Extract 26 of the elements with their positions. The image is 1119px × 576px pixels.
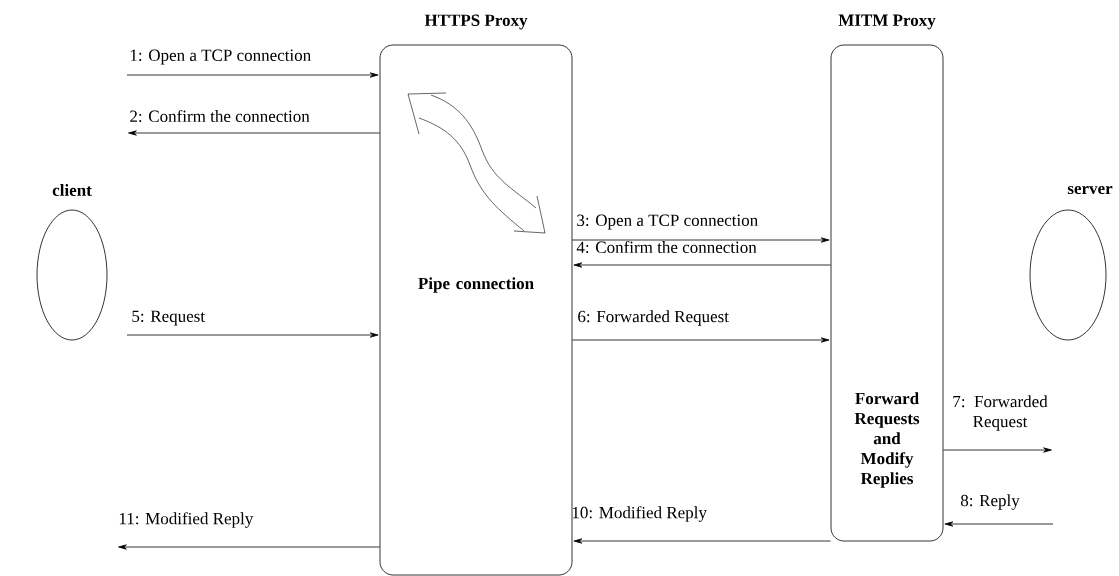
edge-label: 2: Confirm the connection (130, 109, 310, 123)
node-title: HTTPS Proxy (424, 14, 528, 30)
arrow (943, 447, 1052, 453)
arrow (126, 332, 379, 338)
edge-label: 5: Request (132, 310, 205, 326)
node-title: client (52, 184, 92, 196)
edge-label: 4: Confirm the connection (576, 240, 757, 254)
arrow (126, 72, 379, 78)
arrow (572, 337, 830, 343)
edge-label: 3: Open a TCP connection (577, 214, 758, 230)
node-text: Pipe connection (418, 277, 534, 293)
edge-label: 8: Reply (960, 494, 1020, 510)
arrow (573, 538, 831, 544)
arrow (573, 262, 831, 268)
node-text: Forward Requests and Modify Replies (854, 392, 920, 488)
arrow (128, 130, 380, 136)
edge-label: 11: Modified Reply (119, 512, 254, 528)
edge-label: 7: Forwarded Request (953, 395, 1048, 431)
arrow (572, 237, 830, 243)
arrow (118, 544, 380, 550)
node-title: server (1067, 185, 1113, 195)
edge-label: 10: Modified Reply (572, 506, 707, 522)
edge-label: 1: Open a TCP connection (130, 49, 311, 65)
node-title: MITM Proxy (838, 14, 936, 30)
arrow (944, 521, 1054, 527)
edge-label: 6: Forwarded Request (578, 310, 729, 326)
